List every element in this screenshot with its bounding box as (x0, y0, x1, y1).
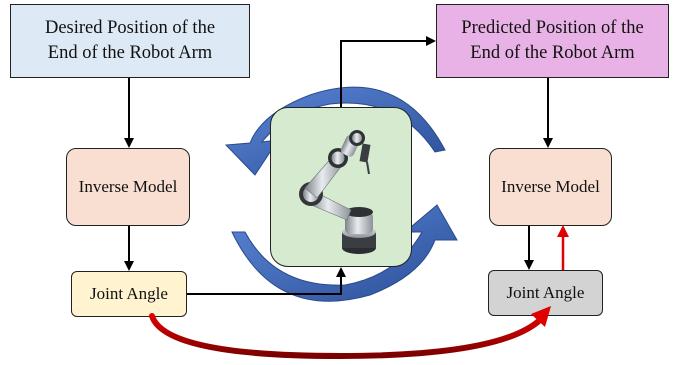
red-curved-arrow (149, 313, 543, 360)
joint-angle-right-label: Joint Angle (506, 283, 585, 302)
predicted-position-box: Predicted Position of the End of the Rob… (436, 4, 669, 78)
robot-arm-icon (299, 130, 376, 254)
arrow-joint-left-to-robot (187, 267, 346, 295)
desired-position-line1: Desired Position of the (44, 18, 216, 38)
inverse-model-left-label: Inverse Model (78, 177, 178, 196)
desired-position-box: Desired Position of the End of the Robot… (10, 4, 250, 78)
joint-angle-right-box: Joint Angle (488, 270, 603, 316)
predicted-position-line2: End of the Robot Arm (470, 43, 635, 63)
red-curved-arrow-head (531, 306, 551, 327)
cycle-arrow-bottom (231, 204, 458, 302)
inverse-model-left-box: Inverse Model (66, 148, 190, 226)
inverse-model-right-box: Inverse Model (489, 148, 612, 226)
inverse-model-right-label: Inverse Model (501, 177, 600, 196)
joint-angle-left-box: Joint Angle (71, 271, 187, 317)
joint-angle-left-label: Joint Angle (90, 284, 168, 303)
predicted-position-line1: Predicted Position of the (461, 18, 644, 38)
desired-position-line2: End of the Robot Arm (47, 43, 213, 63)
arrow-robot-to-predicted (340, 36, 436, 107)
robot-image-panel (270, 107, 412, 267)
